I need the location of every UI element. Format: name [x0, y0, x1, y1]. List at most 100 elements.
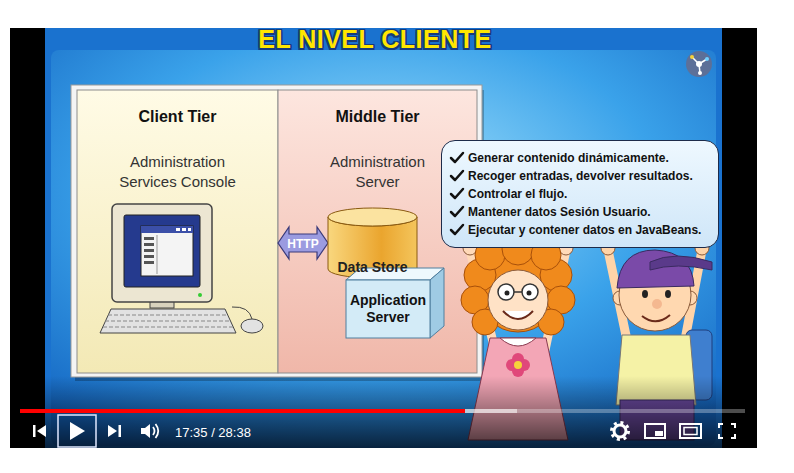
- computer-illustration: [144, 249, 154, 252]
- computer-illustration: [241, 319, 263, 333]
- channel-logo: [705, 57, 709, 61]
- cube-top-face: [346, 268, 444, 280]
- player-controls: [108, 425, 117, 437]
- computer-illustration: [182, 228, 186, 231]
- computer-illustration: [176, 228, 180, 231]
- check-mark: [451, 225, 463, 234]
- computer-illustration: [144, 255, 154, 258]
- slide-title: EL NIVEL CLIENTE: [258, 25, 492, 54]
- tier-heading: Middle Tier: [278, 107, 477, 126]
- computer-illustration: [144, 243, 154, 246]
- tier-panel-fill: [77, 90, 477, 373]
- girl-cartoon: [505, 291, 510, 296]
- checklist-item: Controlar el flujo.: [468, 185, 567, 203]
- channel-logo: [696, 61, 702, 67]
- boy-cartoon: [652, 299, 662, 309]
- computer-illustration: [141, 226, 193, 276]
- boy-cartoon: [665, 290, 671, 298]
- label-box: 17:35 / 28:38: [175, 423, 251, 441]
- girl-cartoon: [503, 311, 533, 319]
- channel-logo: [690, 55, 694, 59]
- player-controls: [119, 425, 122, 437]
- tier-description: Administration Server: [313, 152, 443, 192]
- player-controls: [614, 425, 626, 437]
- check-mark: [451, 171, 463, 180]
- node-label: Data Store: [337, 259, 407, 275]
- player-controls: [33, 425, 36, 437]
- player-controls: [58, 415, 96, 447]
- check-mark: [451, 189, 463, 198]
- player-controls: [70, 422, 85, 440]
- computer-illustration: [144, 237, 154, 240]
- diagram-frame: [71, 85, 482, 377]
- tier-heading: Client Tier: [77, 107, 278, 126]
- diagram-frame: [75, 90, 484, 381]
- player-controls: [465, 409, 517, 413]
- speech-bubble: Generar contenido dinámicamente.Recoger …: [441, 140, 719, 248]
- girl-cartoon: [488, 270, 548, 330]
- computer-illustration: [103, 327, 233, 328]
- diagram-frame: [71, 85, 484, 381]
- computer-illustration: [188, 228, 191, 231]
- player-controls: [37, 425, 46, 437]
- channel-logo: [686, 51, 712, 77]
- slide-title-box: EL NIVEL CLIENTE: [0, 25, 750, 54]
- check-mark: [451, 207, 463, 216]
- player-controls: [20, 409, 745, 413]
- computer-illustration: [105, 321, 231, 322]
- girl-cartoon: [498, 284, 514, 300]
- player-controls: [153, 427, 155, 435]
- girl-cartoon: [522, 284, 538, 300]
- channel-logo: [686, 51, 712, 77]
- check-mark: [451, 153, 463, 162]
- girl-cartoon: [514, 361, 522, 369]
- computer-illustration: [157, 235, 158, 274]
- video-time: 17:35 / 28:38: [175, 425, 251, 441]
- girl-cartoon: [500, 338, 536, 346]
- cylinder-top: [328, 208, 417, 226]
- girl-cartoon: [527, 291, 532, 296]
- boy-cartoon: [650, 256, 712, 270]
- player-controls: [684, 428, 697, 435]
- video-letterbox: [10, 28, 757, 448]
- tier-panel: Client TierAdministration Services Conso…: [77, 90, 278, 373]
- player-controls: [20, 409, 465, 413]
- player-controls: [612, 423, 629, 440]
- girl-cartoon: [514, 291, 522, 293]
- server-cube: Application Server: [346, 268, 444, 338]
- computer-illustration: [100, 309, 236, 333]
- checklist-item: Ejecutar y contener datos en JavaBeans.: [468, 221, 701, 239]
- node-label: Application Server: [349, 292, 427, 326]
- cube-side-face: [430, 268, 444, 338]
- boy-cartoon: [642, 290, 648, 298]
- computer-illustration: [108, 315, 228, 316]
- edge-label-box: HTTP: [286, 234, 319, 252]
- player-controls: [655, 431, 663, 436]
- edge-label: HTTP: [286, 237, 319, 251]
- player-controls: [156, 424, 159, 438]
- computer-illustration: [198, 293, 202, 297]
- checklist-item: Generar contenido dinámicamente.: [468, 149, 669, 167]
- computer-illustration: [124, 215, 200, 287]
- computer-illustration: [144, 261, 154, 264]
- channel-logo: [698, 71, 702, 75]
- cube-front-face: [346, 280, 430, 338]
- tier-panel-fill: [77, 90, 278, 373]
- computer-illustration: [100, 204, 263, 333]
- computer-illustration: [141, 226, 193, 233]
- player-controls: [141, 424, 150, 438]
- player-controls: [10, 376, 757, 448]
- player-controls: [10, 376, 757, 448]
- checklist-item: Recoger entradas, devolver resultados.: [468, 167, 693, 185]
- computer-illustration: [232, 307, 252, 319]
- boy-cartoon: [642, 315, 670, 321]
- player-controls: [645, 424, 665, 438]
- block-arrow: [278, 227, 328, 259]
- player-controls: [719, 424, 735, 438]
- tier-description: Administration Services Console: [103, 152, 253, 192]
- database-cylinder: Data Store: [328, 208, 417, 278]
- computer-illustration: [112, 204, 212, 302]
- checklist-item: Mantener datos Sesión Usuario.: [468, 203, 651, 221]
- video-letterbox: [10, 28, 757, 448]
